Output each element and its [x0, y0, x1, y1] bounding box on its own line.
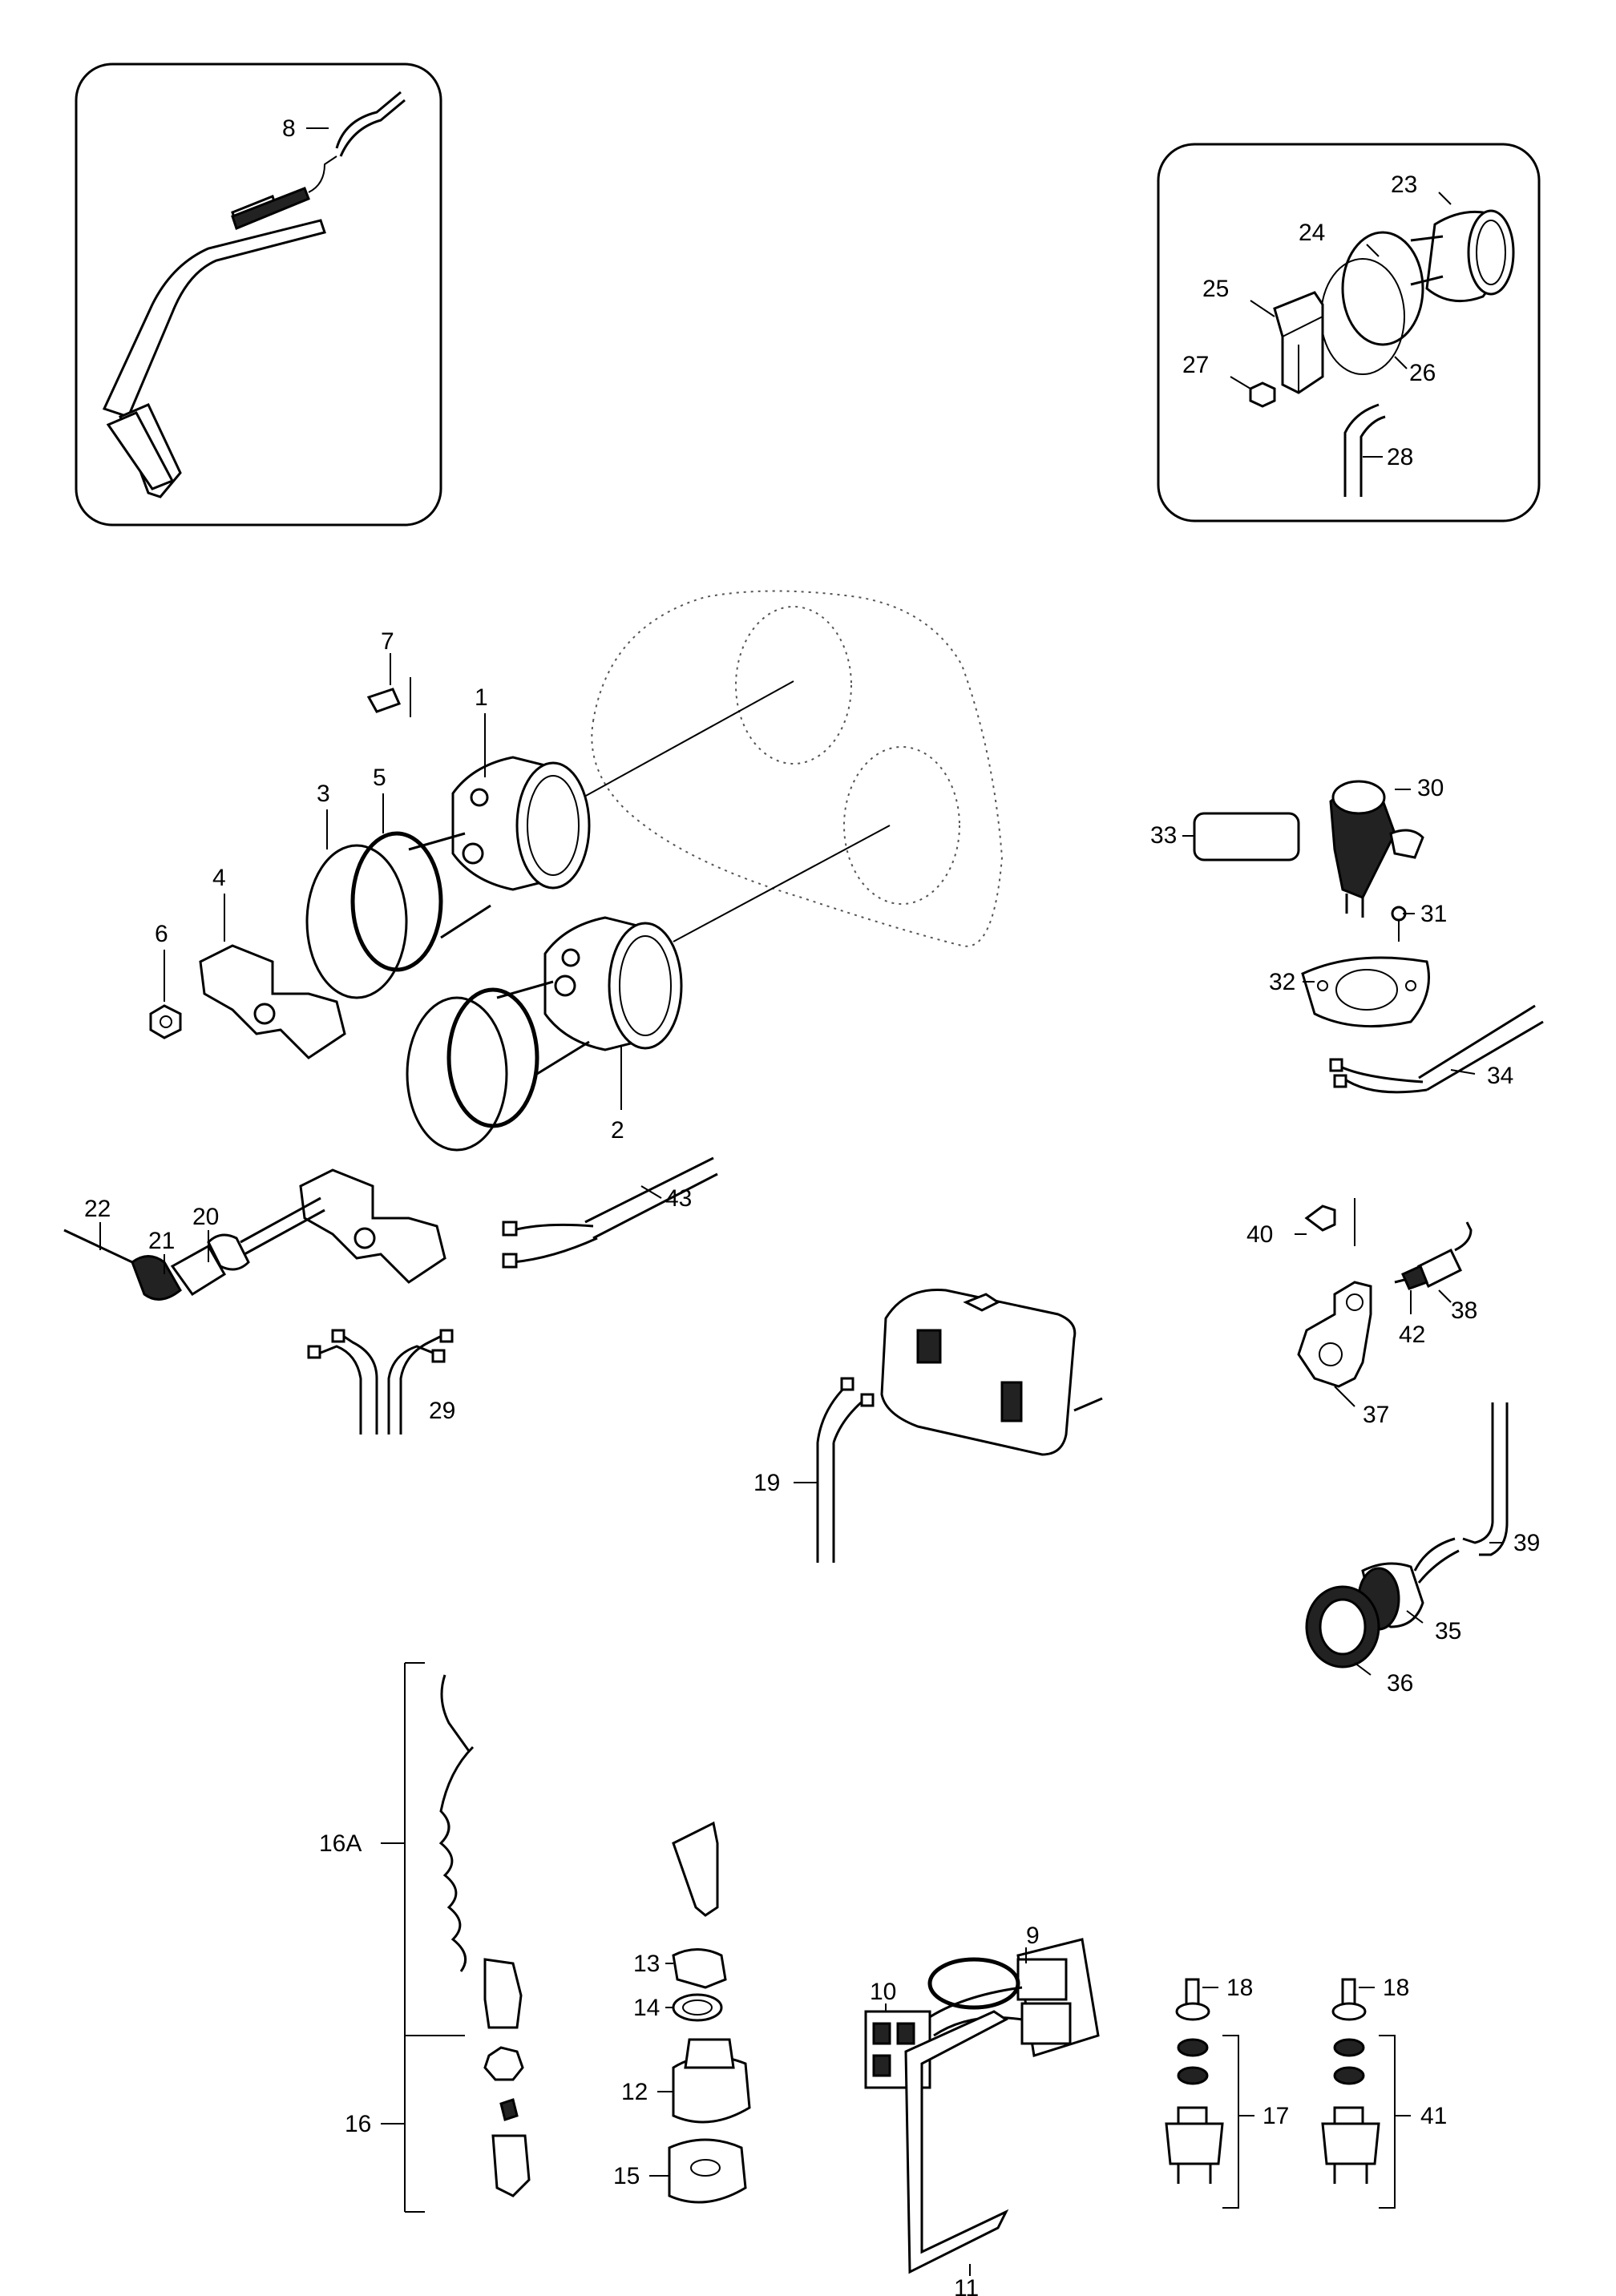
callout-22: 22	[84, 1196, 111, 1222]
callout-20: 20	[192, 1204, 219, 1230]
part-7	[366, 677, 411, 717]
callout-25: 25	[1202, 276, 1229, 302]
callout-26: 26	[1409, 360, 1436, 386]
inset-throttle-lever: 8	[75, 63, 442, 527]
callout-21: 21	[148, 1228, 175, 1254]
callout-14: 14	[633, 1995, 660, 2021]
callout-4: 4	[212, 865, 226, 891]
harness-29	[307, 1329, 454, 1434]
brackets	[199, 944, 446, 1284]
relay-assembly: 9 10 11	[864, 1923, 1100, 2296]
throttle-lever-illustration	[102, 91, 406, 498]
callout-7: 7	[381, 628, 394, 655]
lanyard-assembly: 16A 16	[319, 1662, 531, 2213]
toggle-switch-17: 17 18	[1165, 1975, 1289, 2209]
callout-18a: 18	[1226, 1975, 1253, 2001]
callout-24: 24	[1299, 220, 1325, 246]
leader-26	[1394, 356, 1408, 369]
callout-43: 43	[665, 1185, 692, 1212]
callout-2: 2	[611, 1117, 624, 1144]
callout-27: 27	[1182, 352, 1209, 378]
callout-3: 3	[317, 781, 330, 807]
callout-36: 36	[1387, 1670, 1413, 1697]
ignition-switch-assembly: 13 14 12 15	[613, 1821, 751, 2204]
callout-39: 39	[1513, 1530, 1540, 1556]
callout-31: 31	[1420, 901, 1447, 927]
speedo-fitting	[63, 1196, 325, 1301]
callout-41: 41	[1420, 2103, 1447, 2129]
callout-5: 5	[373, 765, 386, 791]
callout-15: 15	[613, 2163, 640, 2189]
callout-6: 6	[155, 921, 168, 947]
callout-19: 19	[753, 1470, 780, 1496]
callout-34: 34	[1487, 1063, 1513, 1089]
label-plate-33	[1193, 812, 1300, 862]
callout-35: 35	[1435, 1618, 1461, 1644]
callout-29: 29	[429, 1398, 455, 1424]
toggle-switch-41: 41 18	[1321, 1975, 1447, 2209]
callout-1: 1	[475, 684, 488, 711]
callout-18b: 18	[1383, 1975, 1409, 2001]
leader-24	[1366, 244, 1380, 257]
callout-40: 40	[1246, 1221, 1273, 1248]
right-middle-callouts: 37 38 40 42	[1246, 1221, 1477, 1428]
switch-30-assembly	[1193, 780, 1544, 1094]
right-upper-callouts: 30 31 32 33 34	[1150, 775, 1513, 1089]
switch-panel-19: 19	[753, 1288, 1103, 1563]
callout-13: 13	[633, 1951, 660, 1977]
callout-9: 9	[1026, 1923, 1040, 1949]
callout-10: 10	[870, 1979, 896, 2005]
callout-16: 16	[345, 2111, 371, 2137]
callout-12: 12	[621, 2079, 648, 2105]
callout-17: 17	[1262, 2103, 1289, 2129]
callout-11: 11	[954, 2275, 979, 2296]
callout-30: 30	[1417, 775, 1444, 801]
callout-8: 8	[282, 115, 296, 142]
callout-28: 28	[1387, 444, 1413, 470]
leader-27	[1230, 376, 1251, 389]
callout-37: 37	[1363, 1402, 1389, 1428]
dashboard-outline	[560, 590, 1004, 947]
callout-32: 32	[1269, 969, 1295, 995]
callout-33: 33	[1150, 822, 1177, 849]
leader-25	[1250, 300, 1275, 317]
gauge-1	[408, 756, 591, 939]
leader-23	[1438, 192, 1452, 205]
callout-42: 42	[1399, 1322, 1425, 1348]
callout-16a: 16A	[319, 1830, 362, 1857]
o-rings	[305, 831, 539, 1152]
gauge-2	[496, 916, 683, 1075]
gauge-detail-illustration	[1249, 209, 1515, 497]
callout-23: 23	[1391, 171, 1417, 198]
harness-43	[502, 1156, 718, 1269]
inset-gauge-detail: 23 24 25 26 27 28	[1157, 143, 1541, 523]
callout-38: 38	[1451, 1297, 1477, 1324]
right-lower-callouts: 35 36 39	[1354, 1530, 1540, 1697]
nut-6	[149, 1004, 182, 1039]
horn-assembly	[1305, 1402, 1509, 1669]
main-callouts: 1 2 3 4 5 6 7 20 21 22 29 43	[84, 628, 692, 1424]
sender-bracket-assembly	[1297, 1198, 1473, 1388]
